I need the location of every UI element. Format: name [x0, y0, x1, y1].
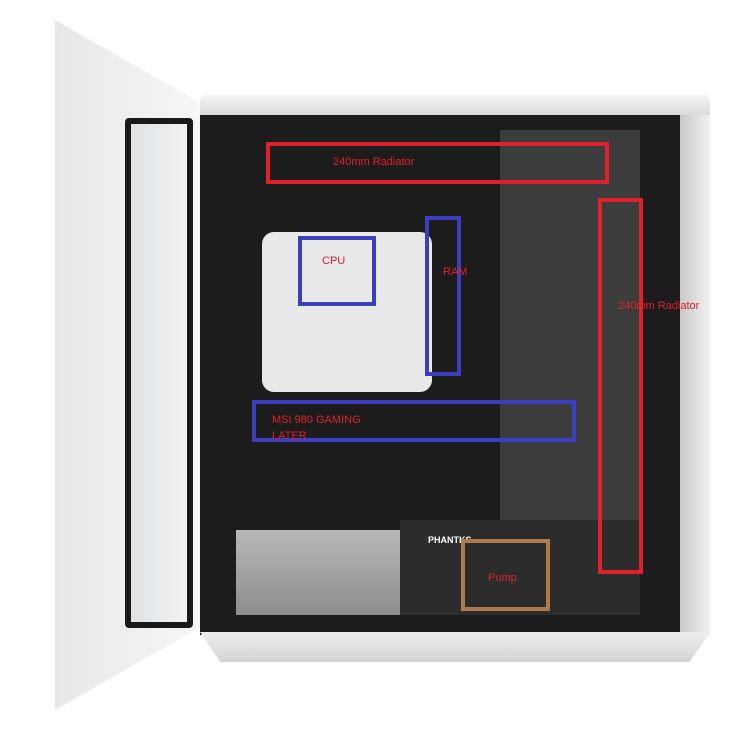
radiator-top-box [266, 142, 609, 184]
tempered-glass-panel [125, 118, 193, 628]
radiator-front-label: 240mm Radiator [618, 300, 700, 312]
motherboard-tray-cutout [262, 232, 432, 392]
radiator-top-label: 240mm Radiator [333, 156, 415, 168]
case-front-panel [680, 115, 710, 635]
case-top [200, 95, 710, 117]
cpu-label: CPU [322, 255, 346, 267]
gpu-label-line2: LATER [272, 430, 307, 442]
gpu-box [252, 400, 576, 442]
brand-logo: PHANTKS [428, 535, 472, 545]
cpu-box [298, 236, 376, 306]
ram-label: RAM [443, 266, 468, 278]
ram-box [425, 216, 461, 376]
gpu-label: MSI 980 GAMING [272, 414, 361, 426]
case-base [200, 632, 710, 662]
pump-box [461, 539, 550, 611]
psu-shroud [236, 530, 401, 615]
pump-label: Pump [488, 572, 517, 584]
radiator-mount-plate [500, 130, 640, 520]
radiator-front-box [598, 198, 643, 574]
